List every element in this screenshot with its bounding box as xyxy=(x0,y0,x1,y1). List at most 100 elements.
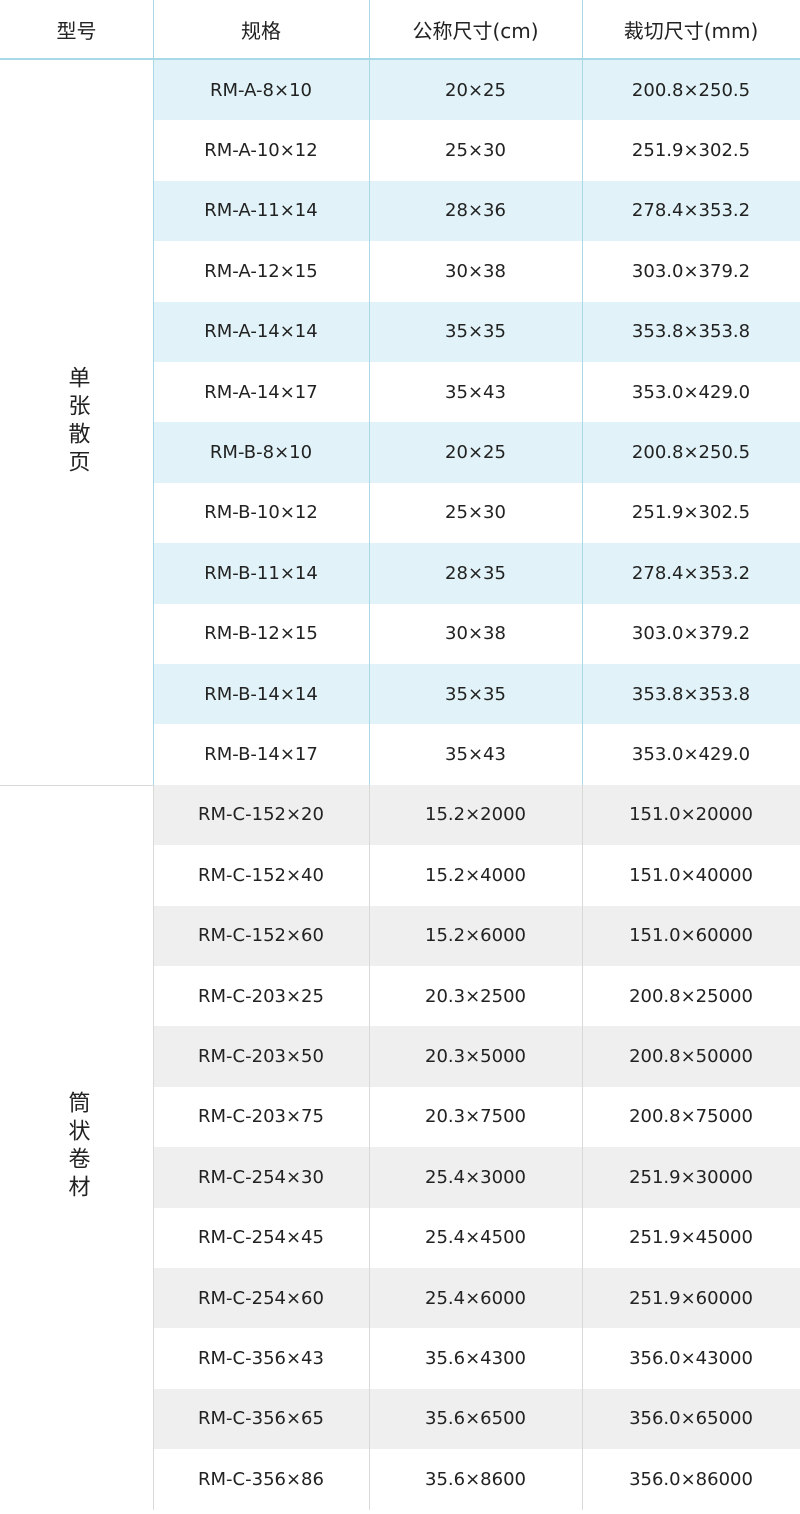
cell-nominal-size: 25.4×6000 xyxy=(425,1287,526,1309)
header-spec: 规格 xyxy=(241,18,281,43)
table-row: RM-B-10×12 25×30 251.9×302.5 xyxy=(153,483,800,543)
header-divider xyxy=(369,0,370,58)
group-label: 筒状卷材 xyxy=(0,785,153,1510)
cell-cut-size: 251.9×302.5 xyxy=(631,140,751,162)
cell-nominal-size: 35.6×6500 xyxy=(425,1408,526,1430)
group-label-text: 单张散页 xyxy=(64,366,90,479)
cell-spec: RM-C-152×60 xyxy=(198,925,324,947)
cell-spec: RM-B-11×14 xyxy=(204,562,318,584)
cell-nominal-size: 25×30 xyxy=(445,502,506,524)
cell-nominal-size: 20×25 xyxy=(445,442,506,464)
cell-spec: RM-A-14×17 xyxy=(204,381,318,403)
column-divider xyxy=(369,60,370,785)
table-row: RM-C-254×45 25.4×4500 251.9×45000 xyxy=(153,1208,800,1268)
cell-cut-size: 353.8×353.8 xyxy=(631,683,751,705)
header-model: 型号 xyxy=(56,18,97,43)
cell-cut-size: 151.0×40000 xyxy=(629,864,753,886)
cell-spec: RM-A-8×10 xyxy=(210,79,312,101)
cell-spec: RM-A-12×15 xyxy=(204,260,318,282)
cell-nominal-size: 20×25 xyxy=(445,79,506,101)
column-divider xyxy=(369,784,370,1510)
cell-cut-size: 353.0×429.0 xyxy=(631,381,751,403)
cell-nominal-size: 15.2×6000 xyxy=(425,925,526,947)
cell-cut-size: 278.4×353.2 xyxy=(631,200,751,222)
cell-nominal-size: 15.2×4000 xyxy=(425,864,526,886)
cell-spec: RM-C-152×20 xyxy=(198,804,324,826)
header-cut-size: 裁切尺寸(mm) xyxy=(623,18,759,43)
column-divider xyxy=(153,60,154,785)
column-divider xyxy=(582,784,583,1510)
cell-cut-size: 353.0×429.0 xyxy=(631,744,751,766)
table-row: RM-C-152×40 15.2×4000 151.0×40000 xyxy=(153,845,800,905)
table-row: RM-C-152×60 15.2×6000 151.0×60000 xyxy=(153,905,800,966)
table-row: RM-B-12×15 30×38 303.0×379.2 xyxy=(153,604,800,664)
cell-spec: RM-C-254×30 xyxy=(198,1166,324,1188)
cell-nominal-size: 20.3×7500 xyxy=(425,1106,526,1128)
cell-spec: RM-C-203×25 xyxy=(198,985,324,1007)
cell-nominal-size: 28×35 xyxy=(445,562,506,584)
cell-spec: RM-C-152×40 xyxy=(198,864,324,886)
cell-nominal-size: 30×38 xyxy=(445,623,506,645)
group-label-text: 筒状卷材 xyxy=(64,1091,90,1204)
cell-nominal-size: 30×38 xyxy=(445,260,506,282)
cell-spec: RM-C-203×75 xyxy=(198,1106,324,1128)
cell-nominal-size: 35×35 xyxy=(445,321,506,343)
table-row: RM-C-203×75 20.3×7500 200.8×75000 xyxy=(153,1087,800,1147)
cell-spec: RM-C-203×50 xyxy=(198,1046,324,1068)
cell-cut-size: 353.8×353.8 xyxy=(631,321,751,343)
cell-nominal-size: 25.4×3000 xyxy=(425,1166,526,1188)
table-row: RM-C-203×25 20.3×2500 200.8×25000 xyxy=(153,966,800,1026)
cell-cut-size: 303.0×379.2 xyxy=(631,623,751,645)
table-row: RM-C-152×20 15.2×2000 151.0×20000 xyxy=(153,784,800,846)
cell-nominal-size: 25.4×4500 xyxy=(425,1227,526,1249)
table-row: RM-B-14×14 35×35 353.8×353.8 xyxy=(153,664,800,725)
header-divider xyxy=(153,0,154,58)
cell-cut-size: 200.8×25000 xyxy=(629,985,753,1007)
cell-cut-size: 151.0×20000 xyxy=(629,804,753,826)
cell-spec: RM-C-254×45 xyxy=(198,1227,324,1249)
cell-cut-size: 356.0×86000 xyxy=(629,1468,753,1490)
cell-nominal-size: 20.3×5000 xyxy=(425,1046,526,1068)
cell-spec: RM-B-8×10 xyxy=(209,442,313,464)
cell-cut-size: 200.8×250.5 xyxy=(631,79,751,101)
cell-spec: RM-A-10×12 xyxy=(204,140,318,162)
cell-spec: RM-C-356×65 xyxy=(198,1408,324,1430)
cell-nominal-size: 20.3×2500 xyxy=(425,985,526,1007)
cell-nominal-size: 15.2×2000 xyxy=(425,804,526,826)
table-header: 型号 规格 公称尺寸(cm) 裁切尺寸(mm) xyxy=(0,0,800,60)
column-divider xyxy=(153,784,154,1510)
cell-spec: RM-B-14×17 xyxy=(204,744,318,766)
cell-spec: RM-A-11×14 xyxy=(204,200,318,222)
cell-spec: RM-B-12×15 xyxy=(204,623,318,645)
cell-nominal-size: 25×30 xyxy=(445,140,506,162)
cell-spec: RM-B-10×12 xyxy=(204,502,318,524)
cell-cut-size: 200.8×250.5 xyxy=(631,442,751,464)
table-row: RM-A-8×10 20×25 200.8×250.5 xyxy=(153,60,800,121)
cell-nominal-size: 35×35 xyxy=(445,683,506,705)
cell-spec: RM-C-356×43 xyxy=(198,1348,324,1370)
header-nominal-size: 公称尺寸(cm) xyxy=(412,18,539,43)
cell-cut-size: 251.9×45000 xyxy=(629,1227,753,1249)
cell-nominal-size: 28×36 xyxy=(445,200,506,222)
table-row: RM-B-11×14 28×35 278.4×353.2 xyxy=(153,543,800,604)
cell-cut-size: 278.4×353.2 xyxy=(631,562,751,584)
cell-spec: RM-B-14×14 xyxy=(204,683,318,705)
cell-nominal-size: 35×43 xyxy=(445,744,506,766)
cell-cut-size: 251.9×302.5 xyxy=(631,502,751,524)
cell-cut-size: 356.0×65000 xyxy=(629,1408,753,1430)
cell-spec: RM-C-356×86 xyxy=(198,1468,324,1490)
header-divider xyxy=(582,0,583,58)
cell-nominal-size: 35×43 xyxy=(445,381,506,403)
cell-cut-size: 151.0×60000 xyxy=(629,925,753,947)
column-divider xyxy=(582,60,583,785)
cell-cut-size: 200.8×75000 xyxy=(629,1106,753,1128)
cell-nominal-size: 35.6×4300 xyxy=(425,1348,526,1370)
